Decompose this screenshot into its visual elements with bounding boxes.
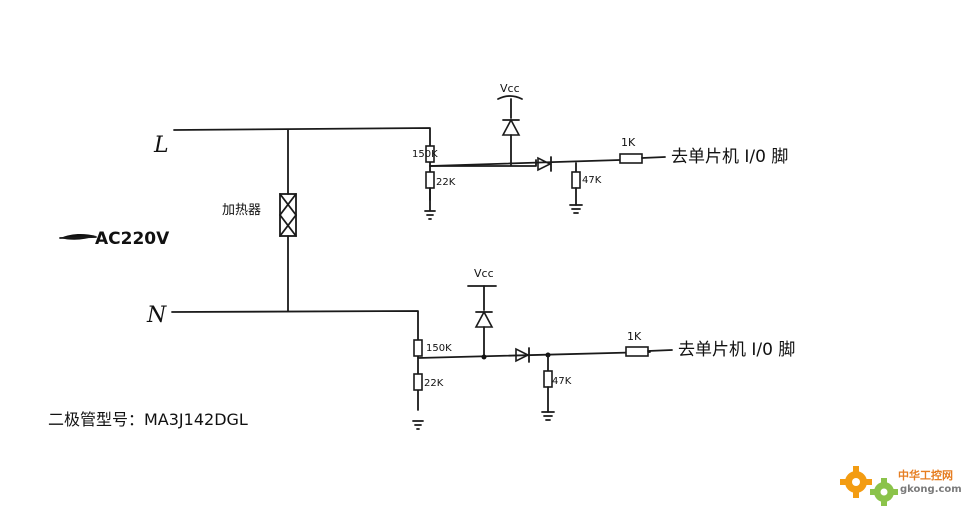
bottom-series-resistor-label: 1K: [627, 330, 642, 343]
top-lower-resistor-label: 22K: [436, 177, 456, 188]
phase-line-wire: [173, 127, 431, 201]
top-series-resistor: [619, 153, 643, 164]
bottom-branch: Vcc 150K 22K 47K: [412, 267, 795, 430]
top-vcc-label: Vcc: [500, 82, 520, 95]
bottom-upper-resistor: [413, 339, 423, 357]
bottom-output-label: 去单片机 I/0 脚: [678, 340, 795, 360]
diode-model-note: 二极管型号：MA3J142DGL: [48, 410, 248, 429]
top-right-ground-icon: [569, 204, 583, 214]
bottom-series-diode: [515, 347, 530, 363]
bottom-lower-resistor: [413, 373, 423, 391]
top-upper-resistor: [425, 145, 435, 163]
bottom-vcc-label: Vcc: [474, 267, 494, 280]
neutral-line-label: N: [146, 303, 167, 328]
top-series-diode: [537, 156, 552, 172]
top-vcc-symbol: [497, 95, 523, 166]
top-shunt-resistor-label: 47K: [582, 175, 602, 186]
bottom-series-resistor: [625, 346, 649, 357]
bottom-shunt-resistor: [543, 352, 553, 413]
gear-small-icon: [870, 478, 898, 506]
bottom-left-ground-icon: [412, 420, 424, 430]
supply-label: AC220V: [95, 229, 170, 249]
watermark-logo: 中华工控网 gkong.com: [840, 466, 962, 506]
top-output-label: 去单片机 I/0 脚: [671, 147, 788, 167]
bottom-right-ground-icon: [541, 411, 555, 421]
bottom-shunt-resistor-label: 47K: [552, 376, 572, 387]
phase-line-label: L: [153, 133, 169, 158]
bottom-vcc-symbol: [467, 285, 497, 360]
top-left-ground-icon: [424, 187, 436, 220]
top-lower-resistor: [425, 171, 435, 189]
heater-load: [279, 129, 297, 312]
bottom-upper-resistor-label: 150K: [426, 343, 452, 354]
gear-icon: [840, 466, 872, 498]
watermark-domain: gkong.com: [900, 484, 962, 495]
supply-marker: [59, 233, 97, 240]
top-shunt-resistor: [571, 162, 581, 206]
neutral-line-wire: [171, 310, 419, 411]
watermark-site-name: 中华工控网: [898, 468, 953, 482]
bottom-lower-resistor-label: 22K: [424, 378, 444, 389]
top-upper-resistor-label: 150K: [412, 149, 438, 160]
load-label: 加热器: [222, 203, 261, 218]
top-branch: Vcc 150K 22K 47K 1K 去单片机: [412, 82, 788, 220]
top-series-resistor-label: 1K: [621, 136, 636, 149]
